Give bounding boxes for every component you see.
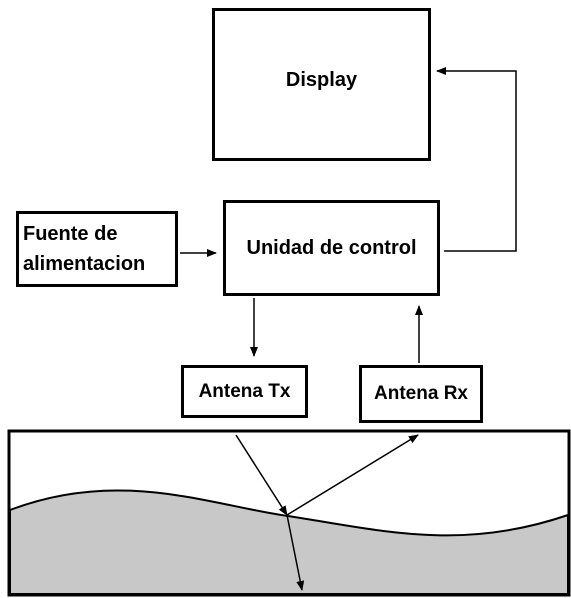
power-supply-box: Fuente de alimentacion: [16, 211, 178, 287]
control-unit-label: Unidad de control: [246, 236, 417, 259]
power-supply-label-line2: alimentacion: [23, 253, 146, 275]
antenna-tx-label: Antena Tx: [198, 380, 291, 402]
ground-surface: [9, 489, 569, 595]
power-supply-label-line1: Fuente de: [23, 223, 118, 245]
control-to-display-arrow: [436, 67, 517, 252]
control-unit-box: Unidad de control: [223, 200, 440, 296]
incident-wave-arrow: [235, 434, 288, 516]
reflected-wave-arrow: [286, 434, 419, 516]
antenna-rx-box: Antena Rx: [359, 365, 483, 423]
display-label: Display: [285, 69, 358, 91]
antenna-rx-label: Antena Rx: [374, 383, 468, 404]
refracted-wave-arrow: [286, 514, 305, 591]
antenna-tx-box: Antena Tx: [181, 365, 308, 418]
display-box: Display: [212, 8, 431, 161]
